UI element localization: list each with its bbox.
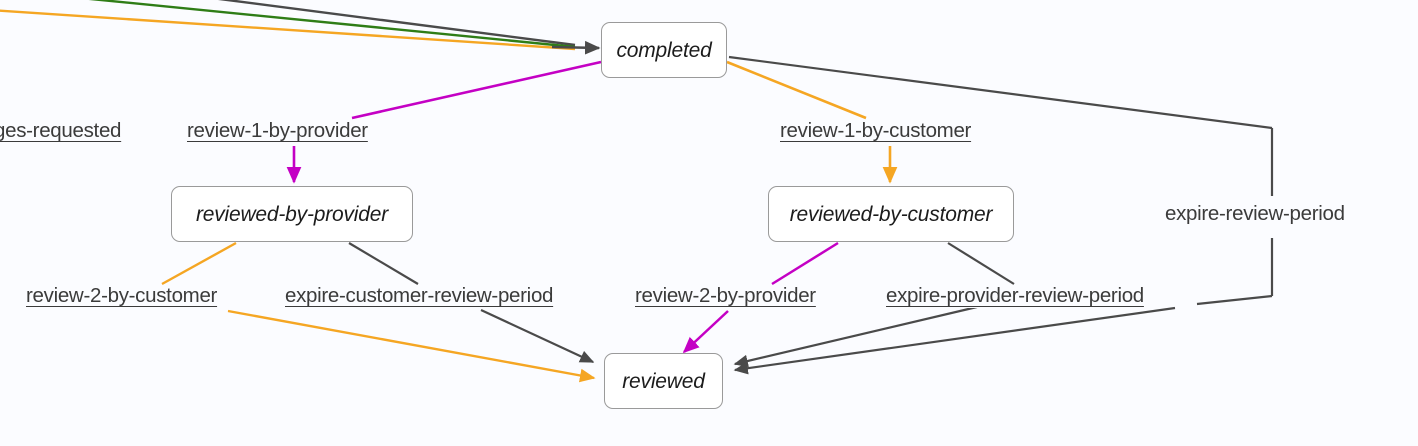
edge-completed-to-reviewed-by-customer — [726, 60, 867, 120]
node-reviewed-by-customer[interactable]: reviewed-by-customer — [768, 186, 1014, 242]
edge-reviewed-by-provider-to-reviewed-gray-b — [480, 309, 595, 363]
edge-completed-to-reviewed-right-route-a — [728, 55, 1273, 130]
edge-completed-to-reviewed-by-provider — [351, 60, 602, 120]
edge-label-review-2-by-customer[interactable]: review-2-by-customer — [24, 284, 220, 308]
node-completed[interactable]: completed — [601, 22, 727, 78]
edge-completed-to-reviewed-right-route-d — [1196, 294, 1273, 306]
edge-incoming-arrowhead-to-completed — [551, 40, 601, 55]
edge-label-expire-provider-review-period[interactable]: expire-provider-review-period — [884, 284, 1146, 308]
node-completed-label: completed — [616, 38, 712, 62]
edge-label-review-1-by-customer[interactable]: review-1-by-customer — [778, 119, 974, 143]
edge-label-expire-review-period[interactable]: expire-review-period — [1163, 202, 1347, 226]
edge-completed-to-reviewed-right-route-e — [733, 306, 1176, 375]
node-reviewed[interactable]: reviewed — [604, 353, 723, 409]
edge-reviewed-by-customer-to-reviewed-gray-a — [947, 242, 1015, 285]
node-reviewed-by-customer-label: reviewed-by-customer — [789, 202, 993, 226]
edge-label-review-2-by-provider[interactable]: review-2-by-provider — [633, 284, 818, 308]
edge-reviewed-by-customer-to-reviewed-gray-b — [733, 305, 978, 368]
edge-reviewed-by-provider-to-reviewed-orange-a — [161, 241, 237, 286]
edge-reviewed-by-provider-to-reviewed-orange-b — [227, 309, 596, 383]
edge-label-changes-requested[interactable]: ges-requested — [0, 119, 124, 143]
edge-incoming-orange-to-completed — [0, 9, 576, 51]
node-reviewed-by-provider-label: reviewed-by-provider — [195, 202, 389, 226]
edge-label-review-1-by-provider[interactable]: review-1-by-provider — [185, 119, 370, 143]
node-reviewed-label: reviewed — [622, 369, 705, 393]
edge-reviewed-by-provider-to-reviewed-gray-a — [348, 242, 419, 285]
edge-incoming-gray-to-completed — [217, 0, 576, 47]
edge-label-expire-customer-review-period[interactable]: expire-customer-review-period — [283, 284, 556, 308]
edge-reviewed-by-customer-to-reviewed-magenta-a — [771, 241, 839, 286]
edge-incoming-green-to-completed — [88, 0, 576, 49]
node-reviewed-by-provider[interactable]: reviewed-by-provider — [171, 186, 413, 242]
edge-reviewed-by-customer-to-reviewed-magenta-b — [682, 310, 729, 354]
